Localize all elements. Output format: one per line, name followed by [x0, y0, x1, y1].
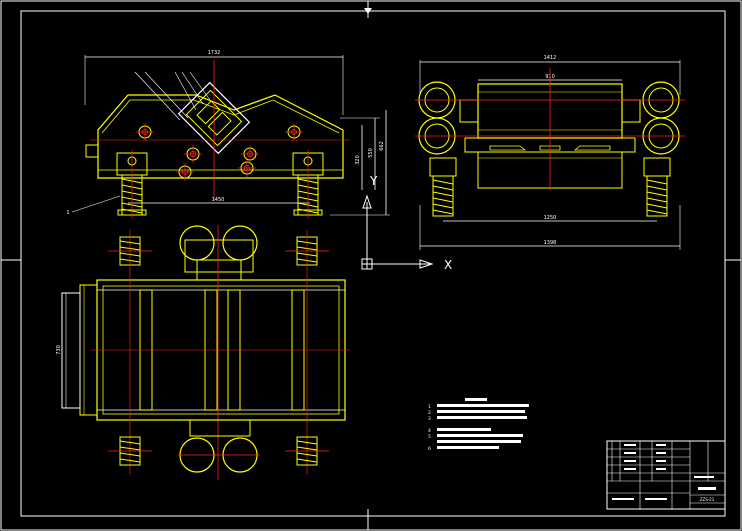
- dim-height-total: 662: [379, 141, 385, 151]
- top-view: 730: [56, 225, 350, 480]
- dim-chute-width: 730: [56, 345, 62, 355]
- dim-total-width: 1398: [544, 240, 557, 246]
- drawing-number: ZZS-21: [700, 497, 715, 502]
- note-number-3: 3: [428, 416, 431, 422]
- axis-y-label: Y: [369, 174, 378, 188]
- side-view: 1412 910 1250: [415, 55, 685, 250]
- dim-spring-span: 1250: [544, 215, 557, 221]
- title-block: ZZS-21: [606, 440, 726, 510]
- note-number-6: 6: [428, 446, 431, 452]
- dim-overall-length: 1732: [208, 50, 221, 56]
- technical-notes: 1 2 3 4 5 6: [428, 398, 529, 452]
- callout-1: 1: [66, 210, 69, 216]
- note-number-2: 2: [428, 410, 431, 416]
- note-number-4: 4: [428, 428, 431, 434]
- note-number-5: 5: [428, 434, 431, 440]
- dim-base-span: 1450: [212, 197, 225, 203]
- axis-x-label: X: [444, 258, 452, 272]
- dim-height-mid: 550: [368, 148, 374, 158]
- front-view: 1732 1450 320 550 662: [66, 50, 390, 218]
- dim-height-small: 320: [355, 155, 361, 165]
- note-number-1: 1: [428, 404, 431, 410]
- coordinate-axes: Y X: [361, 174, 452, 272]
- dim-top-width: 1412: [544, 55, 557, 61]
